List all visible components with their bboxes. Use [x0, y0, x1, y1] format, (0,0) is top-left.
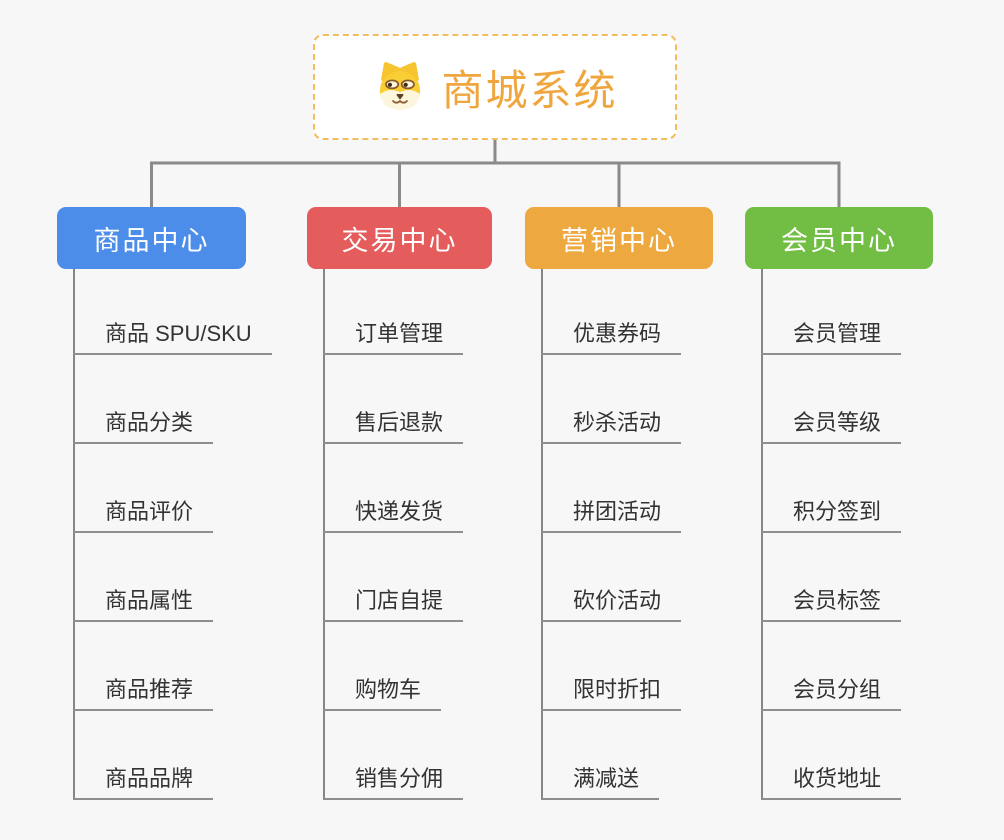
root-title: 商城系统: [441, 66, 618, 114]
topic-item[interactable]: 会员管理: [761, 311, 902, 355]
topic-item[interactable]: 满减送: [541, 756, 660, 800]
topic-item[interactable]: 砍价活动: [541, 578, 682, 622]
branch-node[interactable]: 会员中心: [745, 207, 933, 269]
topic-item[interactable]: 秒杀活动: [541, 400, 682, 444]
topic-item[interactable]: 销售分佣: [323, 756, 464, 800]
topic-item[interactable]: 拼团活动: [541, 489, 682, 533]
topic-item[interactable]: 商品推荐: [73, 667, 214, 711]
branch-node[interactable]: 营销中心: [525, 207, 713, 269]
topic-item[interactable]: 商品分类: [73, 400, 214, 444]
topic-item[interactable]: 商品 SPU/SKU: [73, 311, 272, 355]
topic-item[interactable]: 优惠券码: [541, 311, 682, 355]
root-node[interactable]: 商城系统: [313, 34, 677, 140]
branch-node[interactable]: 商品中心: [57, 207, 246, 269]
topic-item[interactable]: 商品评价: [73, 489, 214, 533]
topic-item[interactable]: 收货地址: [761, 756, 902, 800]
topic-item[interactable]: 限时折扣: [541, 667, 682, 711]
topic-item[interactable]: 快递发货: [323, 489, 464, 533]
topic-item[interactable]: 售后退款: [323, 400, 464, 444]
branch-label: 商品中心: [93, 225, 210, 256]
topic-item[interactable]: 商品属性: [73, 578, 214, 622]
branch-label: 营销中心: [561, 225, 677, 256]
topic-item[interactable]: 门店自提: [323, 578, 464, 622]
branch-node[interactable]: 交易中心: [307, 207, 492, 269]
shiba-dog-icon: [372, 59, 428, 115]
topic-item[interactable]: 订单管理: [323, 311, 464, 355]
branch-label: 会员中心: [781, 225, 897, 256]
topic-item[interactable]: 会员标签: [761, 578, 902, 622]
topic-item[interactable]: 会员等级: [761, 400, 902, 444]
branch-label: 交易中心: [341, 225, 458, 256]
topic-item[interactable]: 会员分组: [761, 667, 902, 711]
topic-item[interactable]: 积分签到: [761, 489, 902, 533]
topic-item[interactable]: 购物车: [323, 667, 442, 711]
topic-item[interactable]: 商品品牌: [73, 756, 214, 800]
